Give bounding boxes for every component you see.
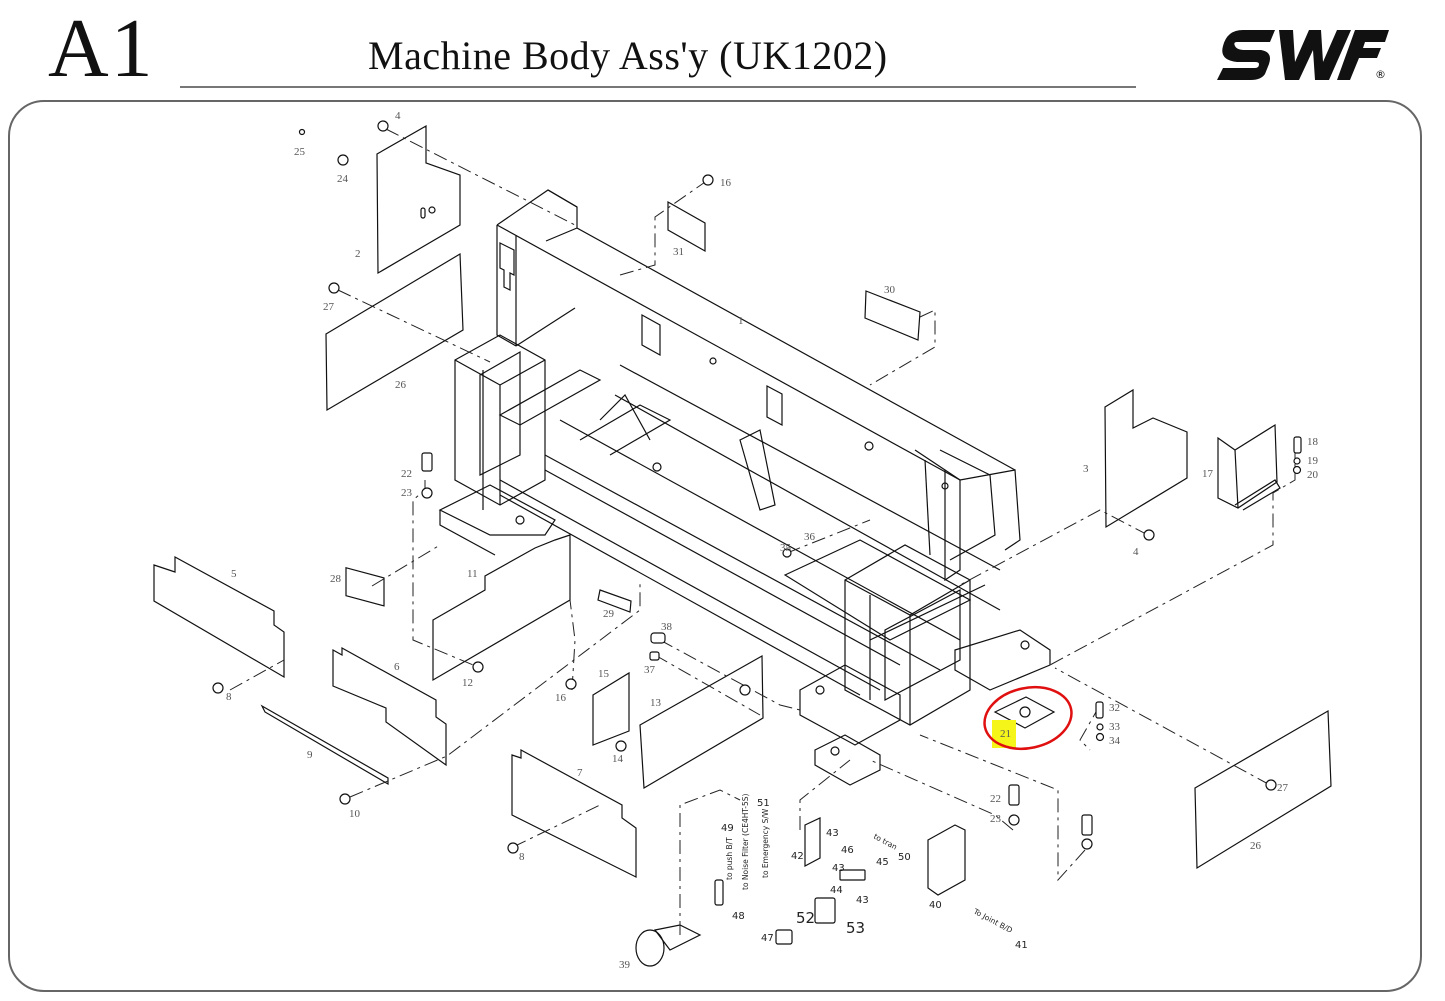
highlight-circle (983, 686, 1073, 750)
part-label: 35 (780, 542, 792, 554)
rear-cover-panel-right (1194, 709, 1332, 870)
part-label: 38 (661, 621, 673, 633)
part-label: 51 (757, 798, 770, 809)
part-label: 9 (307, 749, 313, 761)
part-label: 23 (990, 813, 1002, 825)
page-title: Machine Body Ass'y (UK1202) (368, 33, 888, 78)
part-label: 44 (830, 885, 843, 896)
part-label: 31 (673, 246, 684, 258)
display-window (345, 566, 385, 607)
part-label: 8 (519, 851, 525, 863)
part-label: 20 (1307, 469, 1319, 481)
rear-cover-panel-left (325, 252, 464, 412)
part-label: 10 (349, 808, 361, 820)
part-label: 29 (603, 608, 615, 620)
electrical-panel (639, 654, 764, 790)
part-label: 22 (401, 468, 412, 480)
logo-letter-w (1279, 30, 1351, 80)
part-label: 1 (738, 315, 744, 327)
part-label-highlighted: 21 (1000, 728, 1011, 740)
part-label: 39 (619, 959, 631, 971)
part-label: 48 (732, 911, 745, 922)
part-label: 4 (395, 110, 401, 122)
part-label: 43 (856, 895, 869, 906)
part-label: 27 (1277, 782, 1289, 794)
drawing-frame (8, 100, 1422, 992)
part-label: 5 (231, 568, 237, 580)
right-side-panel (1104, 388, 1188, 529)
part-label: 36 (804, 531, 816, 543)
part-label: 3 (1083, 463, 1089, 475)
part-label: 26 (395, 379, 407, 391)
machine-frame (438, 189, 1051, 786)
part-label: 11 (467, 568, 478, 580)
logo-letter-s (1217, 30, 1275, 80)
part-label: 33 (1109, 721, 1121, 733)
part-label: 16 (720, 177, 732, 189)
part-label: 12 (462, 677, 473, 689)
part-label: 8 (226, 691, 232, 703)
part-label: 28 (330, 573, 342, 585)
caster-wheel (635, 929, 665, 967)
part-label: 13 (650, 697, 662, 709)
bracket-cover (1217, 423, 1281, 511)
part-label: 42 (791, 851, 804, 862)
wire-note-tran: to tran (872, 832, 899, 852)
swf-logo: ® (1217, 30, 1389, 81)
part-label: 15 (598, 668, 610, 680)
part-label: 4 (1133, 546, 1139, 558)
side-cover-panel (376, 124, 461, 275)
part-labels: 1 2 3 4 4 5 6 7 8 8 9 10 11 12 13 14 15 … (226, 110, 1319, 971)
fasteners (212, 120, 1302, 945)
part-label: 43 (832, 863, 845, 874)
part-label: 49 (721, 823, 734, 834)
part-label: 17 (1202, 468, 1214, 480)
part-label: 40 (929, 900, 942, 911)
part-label: 24 (337, 173, 349, 185)
cover-plate (667, 200, 706, 253)
part-label: 16 (555, 692, 567, 704)
registered-mark: ® (1375, 68, 1386, 81)
part-label: 2 (355, 248, 361, 260)
assembly-leader-lines (229, 128, 1296, 935)
wire-notes: to push B/T to Noise Filter (CE4HT-5S) t… (725, 793, 1014, 934)
power-supply-unit (927, 824, 966, 896)
part-label: 23 (401, 487, 413, 499)
part-label: 34 (1109, 735, 1121, 747)
part-label: 46 (841, 845, 854, 856)
part-label: 14 (612, 753, 624, 765)
part-label: 37 (644, 664, 656, 676)
wire-note-noise-filter: to Noise Filter (CE4HT-5S) (741, 793, 750, 890)
part-label: 32 (1109, 702, 1120, 714)
part-label: 26 (1250, 840, 1262, 852)
part-label: 22 (990, 793, 1001, 805)
part-label: 52 (796, 909, 815, 927)
part-label: 53 (846, 919, 865, 937)
page-code: A1 (48, 2, 155, 95)
wire-note-joint-bd: To Joint B/D (971, 906, 1014, 935)
part-label: 18 (1307, 436, 1319, 448)
nameplate (864, 290, 921, 341)
logo-letter-f (1337, 30, 1389, 80)
part-label: 19 (1307, 455, 1319, 467)
wire-note-emergency: to Emergency S/W (761, 808, 770, 878)
part-label: 30 (884, 284, 896, 296)
part-label: 45 (876, 857, 889, 868)
swf-badge (597, 589, 632, 613)
part-label: 41 (1015, 940, 1028, 951)
lower-front-panels (153, 534, 637, 878)
part-label: 25 (294, 146, 306, 158)
part-label: 27 (323, 301, 335, 313)
part-label: 6 (394, 661, 400, 673)
part-label: 50 (898, 852, 911, 863)
wire-note-push-bt: to push B/T (725, 837, 734, 880)
part-label: 7 (577, 767, 583, 779)
transformer-cover (592, 671, 630, 746)
part-label: 47 (761, 933, 774, 944)
part-label: 43 (826, 828, 839, 839)
title-underline (180, 86, 1136, 88)
